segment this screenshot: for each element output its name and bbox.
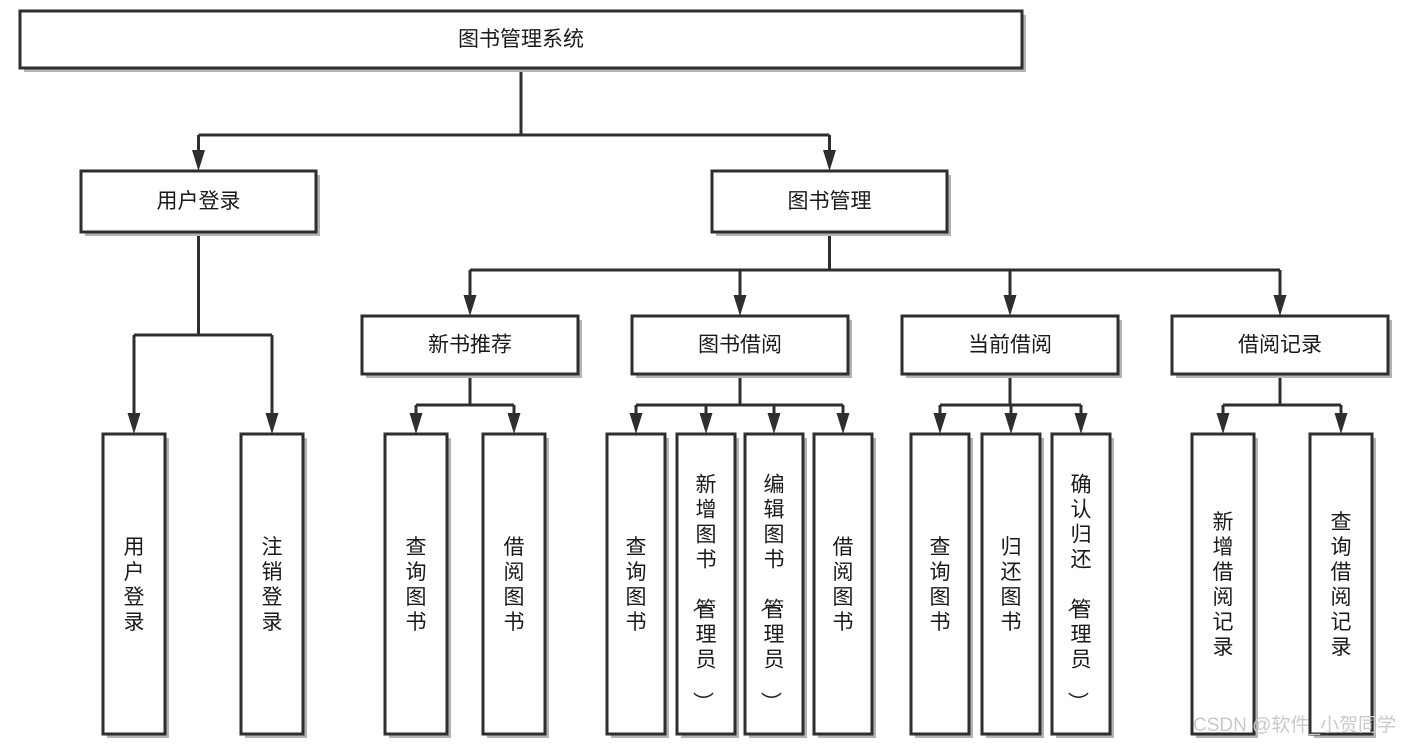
arrow-head xyxy=(733,295,747,316)
node-label: 用户登录 xyxy=(157,190,241,213)
node-box xyxy=(743,432,805,736)
node-label: 当前借阅 xyxy=(968,334,1052,357)
node-label: 编辑图书（管理员） xyxy=(759,474,785,713)
node-box xyxy=(1050,432,1112,736)
arrow-head xyxy=(507,413,521,434)
node-box xyxy=(710,169,949,234)
node-label: 确认归还（管理员） xyxy=(1066,474,1092,713)
node-label: 查询图书 xyxy=(626,536,647,634)
node-level3-3: 借阅记录 xyxy=(1170,314,1392,378)
node-layer: 图书管理系统用户登录图书管理新书推荐图书借阅当前借阅借阅记录用户登录注销登录查询… xyxy=(18,9,1392,738)
node-level2-1: 图书管理 xyxy=(710,169,951,236)
node-box xyxy=(18,9,1024,70)
node-label: 新增图书（管理员） xyxy=(691,474,717,713)
node-box xyxy=(481,432,547,736)
node-box xyxy=(1190,432,1256,736)
node-label: 用户登录 xyxy=(124,536,145,634)
node-leaf-7: 借阅图书 xyxy=(812,432,876,738)
node-box xyxy=(812,432,874,736)
node-label: 图书借阅 xyxy=(698,334,782,357)
node-label: 新增借阅记录 xyxy=(1213,511,1234,659)
node-leaf-5: 新增图书（管理员） xyxy=(675,432,739,738)
node-level2-0: 用户登录 xyxy=(79,169,320,236)
csdn-watermark: CSDN @软件_小贺同学 xyxy=(1193,714,1396,736)
node-leaf-4: 查询图书 xyxy=(605,432,669,738)
arrow-head xyxy=(127,413,141,434)
node-root-system: 图书管理系统 xyxy=(18,9,1026,72)
node-leaf-3: 借阅图书 xyxy=(481,432,549,738)
node-label: 图书管理 xyxy=(788,190,872,213)
node-leaf-10: 确认归还（管理员） xyxy=(1050,432,1114,738)
node-leaf-12: 查询借阅记录 xyxy=(1308,432,1376,738)
arrow-head xyxy=(836,413,850,434)
node-label: 借阅图书 xyxy=(504,536,525,634)
node-label: 新书推荐 xyxy=(428,334,512,357)
node-box xyxy=(630,314,850,376)
arrow-head xyxy=(1273,295,1287,316)
arrow-head xyxy=(1074,413,1088,434)
arrow-head xyxy=(1334,413,1348,434)
node-box xyxy=(239,432,305,736)
node-box xyxy=(675,432,737,736)
node-leaf-0: 用户登录 xyxy=(101,432,169,738)
node-box xyxy=(909,432,971,736)
node-box xyxy=(605,432,667,736)
arrow-head xyxy=(265,413,279,434)
node-box xyxy=(101,432,167,736)
arrow-head xyxy=(409,413,423,434)
arrow-head xyxy=(767,413,781,434)
node-label: 归还图书 xyxy=(1001,536,1022,634)
node-box xyxy=(383,432,449,736)
connector-layer xyxy=(127,68,1348,434)
node-box xyxy=(1308,432,1374,736)
node-label: 注销登录 xyxy=(262,536,283,634)
node-leaf-6: 编辑图书（管理员） xyxy=(743,432,807,738)
node-label: 借阅图书 xyxy=(833,536,854,634)
arrow-head xyxy=(933,413,947,434)
node-label: 查询图书 xyxy=(930,536,951,634)
node-leaf-9: 归还图书 xyxy=(980,432,1044,738)
node-leaf-2: 查询图书 xyxy=(383,432,451,738)
arrow-head xyxy=(463,295,477,316)
node-leaf-8: 查询图书 xyxy=(909,432,973,738)
node-box xyxy=(1170,314,1390,376)
node-box xyxy=(360,314,580,376)
arrow-head xyxy=(1216,413,1230,434)
arrow-head xyxy=(1004,413,1018,434)
node-level3-2: 当前借阅 xyxy=(900,314,1122,378)
arrow-head xyxy=(823,150,836,171)
node-label: 查询借阅记录 xyxy=(1331,511,1352,659)
node-box xyxy=(79,169,318,234)
node-box xyxy=(980,432,1042,736)
arrow-head xyxy=(629,413,643,434)
node-label: 图书管理系统 xyxy=(458,28,584,51)
arrow-head xyxy=(192,150,205,171)
node-level3-0: 新书推荐 xyxy=(360,314,582,378)
node-leaf-1: 注销登录 xyxy=(239,432,307,738)
node-label: 借阅记录 xyxy=(1238,334,1322,357)
node-label: 查询图书 xyxy=(406,536,427,634)
node-leaf-11: 新增借阅记录 xyxy=(1190,432,1258,738)
arrow-head xyxy=(699,413,713,434)
arrow-head xyxy=(1003,295,1017,316)
node-level3-1: 图书借阅 xyxy=(630,314,852,378)
node-box xyxy=(900,314,1120,376)
